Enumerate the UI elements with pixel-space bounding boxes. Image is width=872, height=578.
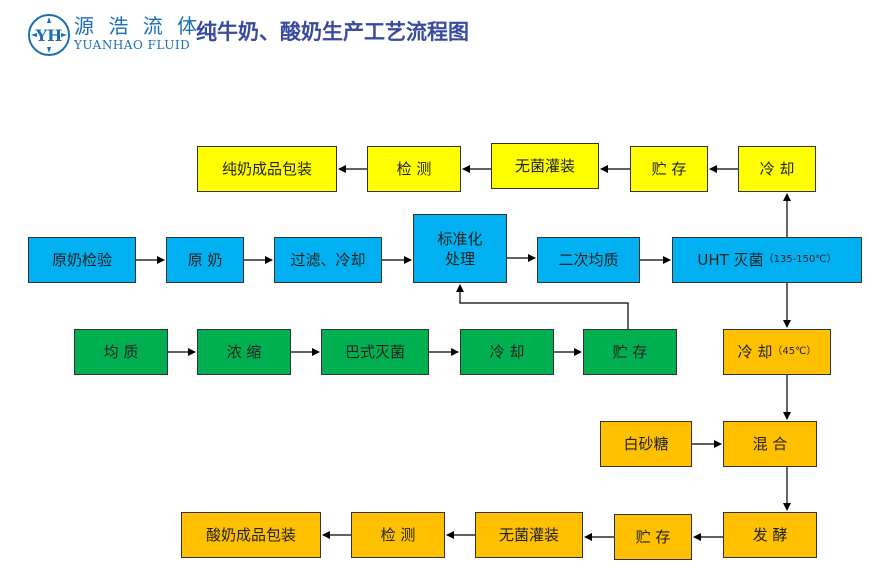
uht-label: UHT 灭菌 <box>697 251 764 269</box>
yogurt-storage-box: 贮 存 <box>614 514 692 560</box>
milk-aseptic-fill-box: 无菌灌装 <box>491 143 599 189</box>
yogurt-package-box: 酸奶成品包装 <box>181 512 321 558</box>
logo-icon: YH <box>28 14 70 56</box>
raw-milk-inspect-box: 原奶检验 <box>28 237 136 283</box>
header: YH 源 浩 流 体 YUANHAO FLUID 纯牛奶、酸奶生产工艺流程图 <box>0 0 872 68</box>
yogurt-inspect-box: 检 测 <box>351 512 445 558</box>
sugar-box: 白砂糖 <box>600 421 692 467</box>
uht-temp-label: （135-150℃） <box>763 254 837 265</box>
mix-box: 混 合 <box>723 421 817 467</box>
page-title: 纯牛奶、酸奶生产工艺流程图 <box>196 20 469 44</box>
logo-text-cn: 源 浩 流 体 <box>74 14 202 38</box>
raw-milk-box: 原 奶 <box>166 237 244 283</box>
green-cool-box: 冷 却 <box>460 329 554 375</box>
uht-sterilize-box: UHT 灭菌（135-150℃） <box>672 237 862 283</box>
arrow-green-storage-to-standardize <box>456 284 629 329</box>
concentrate-box: 浓 缩 <box>197 329 291 375</box>
green-storage-box: 贮 存 <box>583 329 677 375</box>
filter-cool-box: 过滤、冷却 <box>274 237 382 283</box>
pasteurize-box: 巴式灭菌 <box>321 329 429 375</box>
logo-mark-text: YH <box>35 26 63 45</box>
yogurt-aseptic-fill-box: 无菌灌装 <box>475 512 583 558</box>
standardize-box: 标准化 处理 <box>413 214 507 283</box>
logo-text-en: YUANHAO FLUID <box>74 38 191 52</box>
homogenize-box: 均 质 <box>74 329 168 375</box>
yogurt-cool-box: 冷 却（45℃） <box>723 329 831 375</box>
milk-cool-box: 冷 却 <box>738 146 816 192</box>
ferment-box: 发 酵 <box>723 512 817 558</box>
milk-inspect-box: 检 测 <box>367 146 461 192</box>
milk-package-box: 纯奶成品包装 <box>197 146 337 192</box>
second-homogenize-box: 二次均质 <box>537 237 640 283</box>
yogurt-cool-label: 冷 却 <box>737 343 773 361</box>
milk-storage-box: 贮 存 <box>630 146 708 192</box>
yogurt-cool-temp-label: （45℃） <box>772 346 817 357</box>
